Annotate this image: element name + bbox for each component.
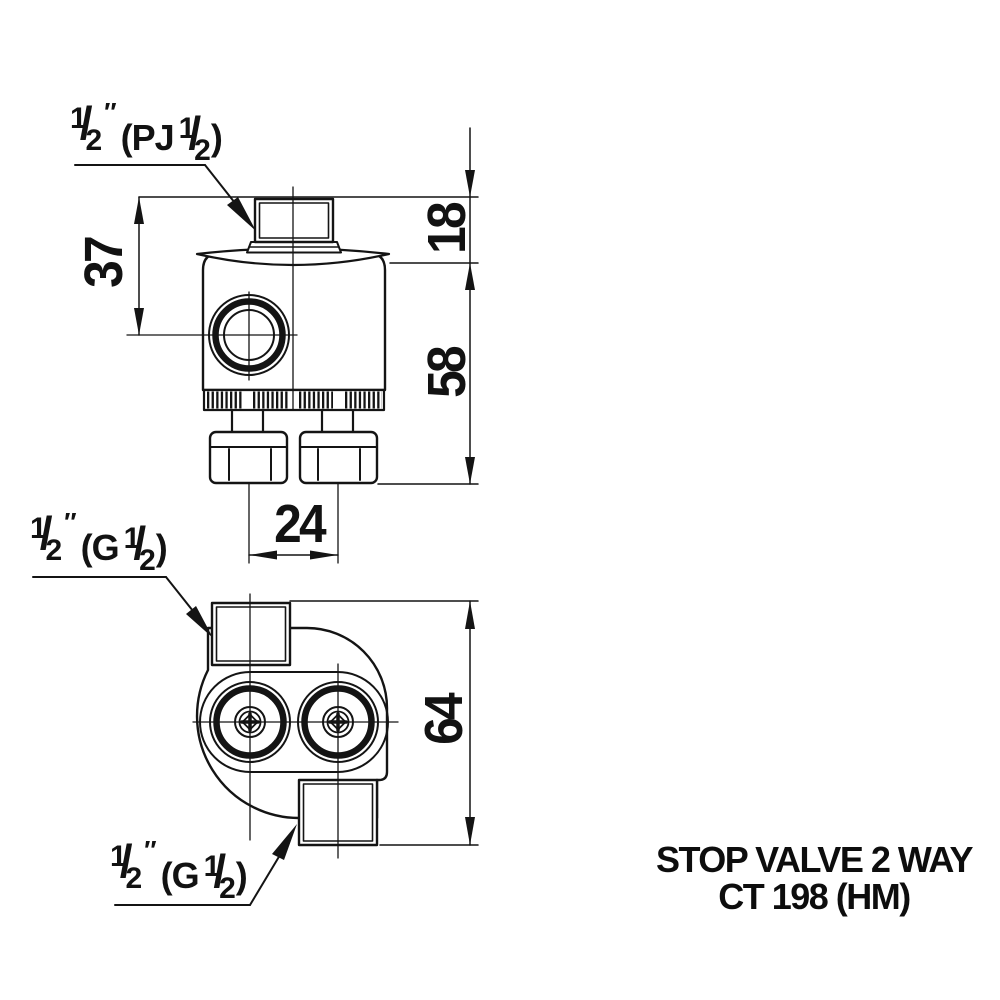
size-fraction: 1/2	[70, 97, 103, 157]
front-dimension-lines	[134, 127, 479, 560]
model-number: CT 198 (HM)	[718, 876, 911, 917]
side-connection-leader	[32, 576, 213, 638]
top-connection-label: 1/2 ″ (PJ 1/2 )	[70, 97, 223, 166]
dimension-outlet-spacing: 24	[274, 494, 327, 554]
thread-fraction: 1/2	[178, 107, 211, 167]
size-fraction: 1/2	[30, 507, 63, 567]
top-inlet-stub	[253, 197, 335, 244]
front-view	[126, 186, 391, 564]
thread-type: (PJ	[120, 117, 175, 158]
bottom-connection-leader	[114, 824, 297, 906]
side-inlet-pipe	[210, 601, 292, 667]
outlet-nuts	[208, 430, 379, 485]
dimension-overall-depth: 64	[414, 695, 474, 745]
product-name: STOP VALVE 2 WAY	[655, 839, 974, 880]
dimension-inlet-offset: 37	[74, 238, 134, 288]
size-fraction: 1/2	[110, 835, 143, 895]
outlet-stems	[230, 408, 355, 434]
thread-fraction: 1/2	[123, 517, 156, 577]
side-connection-label: 1/2 ″ (G 1/2 )	[30, 507, 168, 576]
inch-mark: ″	[144, 835, 157, 865]
thread-close: )	[235, 855, 248, 896]
bottom-center-lines	[192, 593, 399, 859]
bottom-connection-label: 1/2 ″ (G 1/2 )	[110, 835, 248, 904]
inch-mark: ″	[104, 97, 117, 127]
dimension-body-height: 58	[417, 348, 477, 398]
dimension-stub-height: 18	[417, 204, 477, 254]
knurl-band	[202, 388, 386, 412]
thread-type: (G	[160, 855, 200, 896]
thread-close: )	[210, 117, 223, 158]
thread-close: )	[155, 527, 168, 568]
thread-type: (G	[80, 527, 120, 568]
front-center-lines	[126, 186, 339, 564]
bottom-body-outline	[195, 626, 389, 820]
drawing-title: STOP VALVE 2 WAY CT 198 (HM)	[640, 841, 988, 915]
thread-fraction: 1/2	[203, 845, 236, 905]
bottom-dimension-lines	[289, 600, 479, 846]
inch-mark: ″	[64, 507, 77, 537]
top-connection-leader	[74, 164, 256, 231]
bottom-view	[192, 593, 399, 859]
